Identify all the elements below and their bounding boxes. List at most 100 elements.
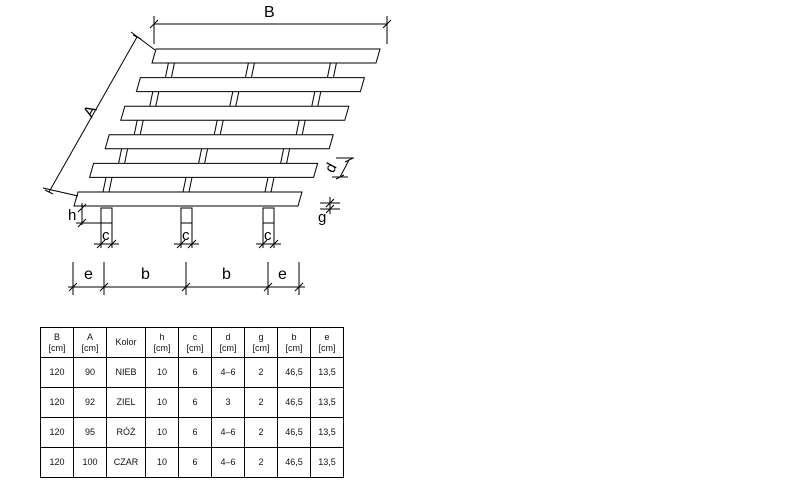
table-cell: 4–6 <box>211 417 245 448</box>
cross-slat-edge <box>235 91 240 107</box>
table-cell: 13,5 <box>310 417 344 448</box>
cross-slat-edge <box>280 148 285 164</box>
dim-A-tick-bottom <box>44 189 54 195</box>
label-b-1: b <box>141 266 150 283</box>
table-cell: 2 <box>244 447 278 478</box>
table-cell: 4–6 <box>211 447 245 478</box>
table-cell: NIEB <box>106 357 146 388</box>
column-header-text: c <box>192 331 198 342</box>
deck-board <box>73 191 303 207</box>
dim-h-tick-top <box>77 203 87 213</box>
cross-slat-edge <box>108 177 113 193</box>
dim-d-tick-top <box>344 157 354 163</box>
column-header: Kolor <box>106 327 146 358</box>
table-cell: ZIEL <box>106 387 146 418</box>
cross-slat-edge <box>133 120 138 135</box>
cross-slat-edge <box>244 62 249 78</box>
label-e-right: e <box>278 266 287 283</box>
dim-chain-tick-4 <box>263 282 273 292</box>
table-cell: 6 <box>178 387 212 418</box>
cross-slat-edge <box>188 177 193 193</box>
cross-slat-edge <box>332 62 337 78</box>
column-header: A[cm] <box>73 327 107 358</box>
table-cell: 6 <box>178 357 212 388</box>
table-cell: 10 <box>145 447 179 478</box>
column-header-text: [cm] <box>81 342 99 353</box>
column-header-text: B <box>53 331 60 342</box>
deck-boards <box>73 48 381 207</box>
label-c-1: c <box>102 227 110 244</box>
column-header-text: [cm] <box>252 342 270 353</box>
cross-slat-edge <box>155 91 160 107</box>
table-cell: 13,5 <box>310 357 344 388</box>
cross-slats <box>102 62 337 193</box>
cross-slat-edge <box>219 120 224 135</box>
dim-c1-tick-l <box>96 239 106 249</box>
dim-g-tick-bottom <box>325 204 335 214</box>
cross-slat-edge <box>198 148 203 164</box>
column-header: h[cm] <box>145 327 179 358</box>
leg-right <box>262 207 275 224</box>
label-h: h <box>68 207 76 224</box>
dim-chain-tick-1 <box>68 282 78 292</box>
column-header: d[cm] <box>211 327 245 358</box>
table-cell: 10 <box>145 357 179 388</box>
cross-slat-edge <box>264 177 269 193</box>
cross-slat-edge <box>326 62 331 78</box>
table-cell: 46,5 <box>277 447 311 478</box>
dim-d-tick-bottom <box>335 174 345 180</box>
column-header-text: [cm] <box>219 342 237 353</box>
dim-c3-tick-r <box>269 239 279 249</box>
column-header: g[cm] <box>244 327 278 358</box>
leg-left <box>100 207 113 224</box>
dim-c2-tick-l <box>176 239 186 249</box>
dim-g-tick-top <box>325 198 335 208</box>
column-header: B[cm] <box>40 327 74 358</box>
leg-middle <box>180 207 193 224</box>
cross-slat-edge <box>102 177 107 193</box>
dim-chain-tick-5 <box>294 282 304 292</box>
cross-slat-edge <box>164 62 169 78</box>
cross-slat-edge <box>311 91 316 107</box>
dim-c1-tick-r <box>107 239 117 249</box>
table-cell: 2 <box>244 417 278 448</box>
label-g: g <box>318 209 326 226</box>
table-cell: 2 <box>244 387 278 418</box>
column-header-text: [cm] <box>48 342 66 353</box>
table-cell: RÓŻ <box>106 417 146 448</box>
deck-board <box>88 162 319 178</box>
column-header-text: d <box>225 331 231 342</box>
dim-A-line <box>48 36 138 193</box>
table-cell: 120 <box>40 387 74 418</box>
cross-slat-edge <box>301 120 306 135</box>
column-header-text: Kolor <box>115 337 137 347</box>
table-cell: 6 <box>178 417 212 448</box>
cross-slat-edge <box>250 62 255 78</box>
table-cell: 10 <box>145 417 179 448</box>
column-header: b[cm] <box>277 327 311 358</box>
cross-slat-edge <box>213 120 218 135</box>
cross-slat-edge <box>204 148 209 164</box>
table-cell: 6 <box>178 447 212 478</box>
dim-A-ext-top <box>130 31 156 51</box>
cross-slat-edge <box>286 148 291 164</box>
dim-h-tick-bottom <box>77 218 87 228</box>
table-cell: 46,5 <box>277 387 311 418</box>
table-cell: 92 <box>73 387 107 418</box>
dim-B-tick-left <box>149 19 159 29</box>
table-cell: CZAR <box>106 447 146 478</box>
cross-slat-edge <box>229 91 234 107</box>
deck-board <box>104 134 334 150</box>
label-d: d <box>322 160 341 175</box>
label-A: A <box>80 102 100 120</box>
dim-c2-tick-r <box>187 239 197 249</box>
table-cell: 4–6 <box>211 357 245 388</box>
table-cell: 2 <box>244 357 278 388</box>
